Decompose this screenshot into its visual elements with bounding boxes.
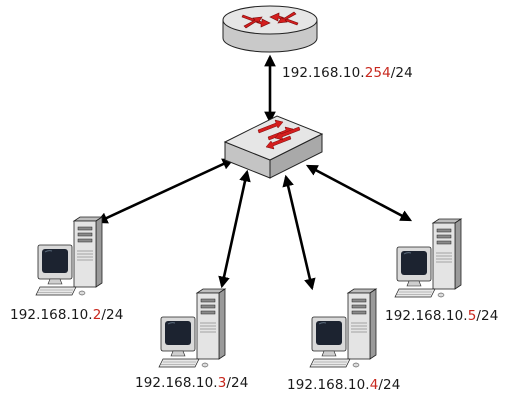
ip-host-part: 3 [217, 375, 227, 391]
link-switch-host-2 [95, 158, 235, 224]
host-2-computer-icon [35, 216, 103, 296]
ip-prefix: 192.168.10. [282, 65, 365, 81]
host-3-computer-icon [158, 288, 226, 368]
ip-suffix: /24 [390, 65, 413, 81]
link-switch-host-4 [282, 174, 316, 291]
ip-suffix: /24 [476, 308, 499, 324]
link-switch-host-5 [305, 164, 413, 222]
host-5-computer-icon [394, 218, 462, 298]
ip-prefix: 192.168.10. [287, 377, 370, 393]
link-switch-host-3 [218, 169, 251, 289]
ip-suffix: /24 [378, 377, 401, 393]
ip-suffix: /24 [226, 375, 249, 391]
switch-icon [223, 115, 324, 179]
router-icon [222, 5, 318, 53]
ip-suffix: /24 [101, 307, 124, 323]
ip-prefix: 192.168.10. [135, 375, 218, 391]
host-3-ip-label: 192.168.10.3/24 [135, 375, 248, 391]
ip-prefix: 192.168.10. [10, 307, 93, 323]
host-5-ip-label: 192.168.10.5/24 [385, 308, 498, 324]
ip-host-part: 254 [364, 65, 391, 81]
router-ip-label: 192.168.10.254/24 [282, 65, 413, 81]
host-2-ip-label: 192.168.10.2/24 [10, 307, 123, 323]
host-4-computer-icon [309, 288, 377, 368]
ip-host-part: 2 [92, 307, 102, 323]
ip-prefix: 192.168.10. [385, 308, 468, 324]
host-4-ip-label: 192.168.10.4/24 [287, 377, 400, 393]
ip-host-part: 5 [467, 308, 477, 324]
ip-host-part: 4 [369, 377, 379, 393]
